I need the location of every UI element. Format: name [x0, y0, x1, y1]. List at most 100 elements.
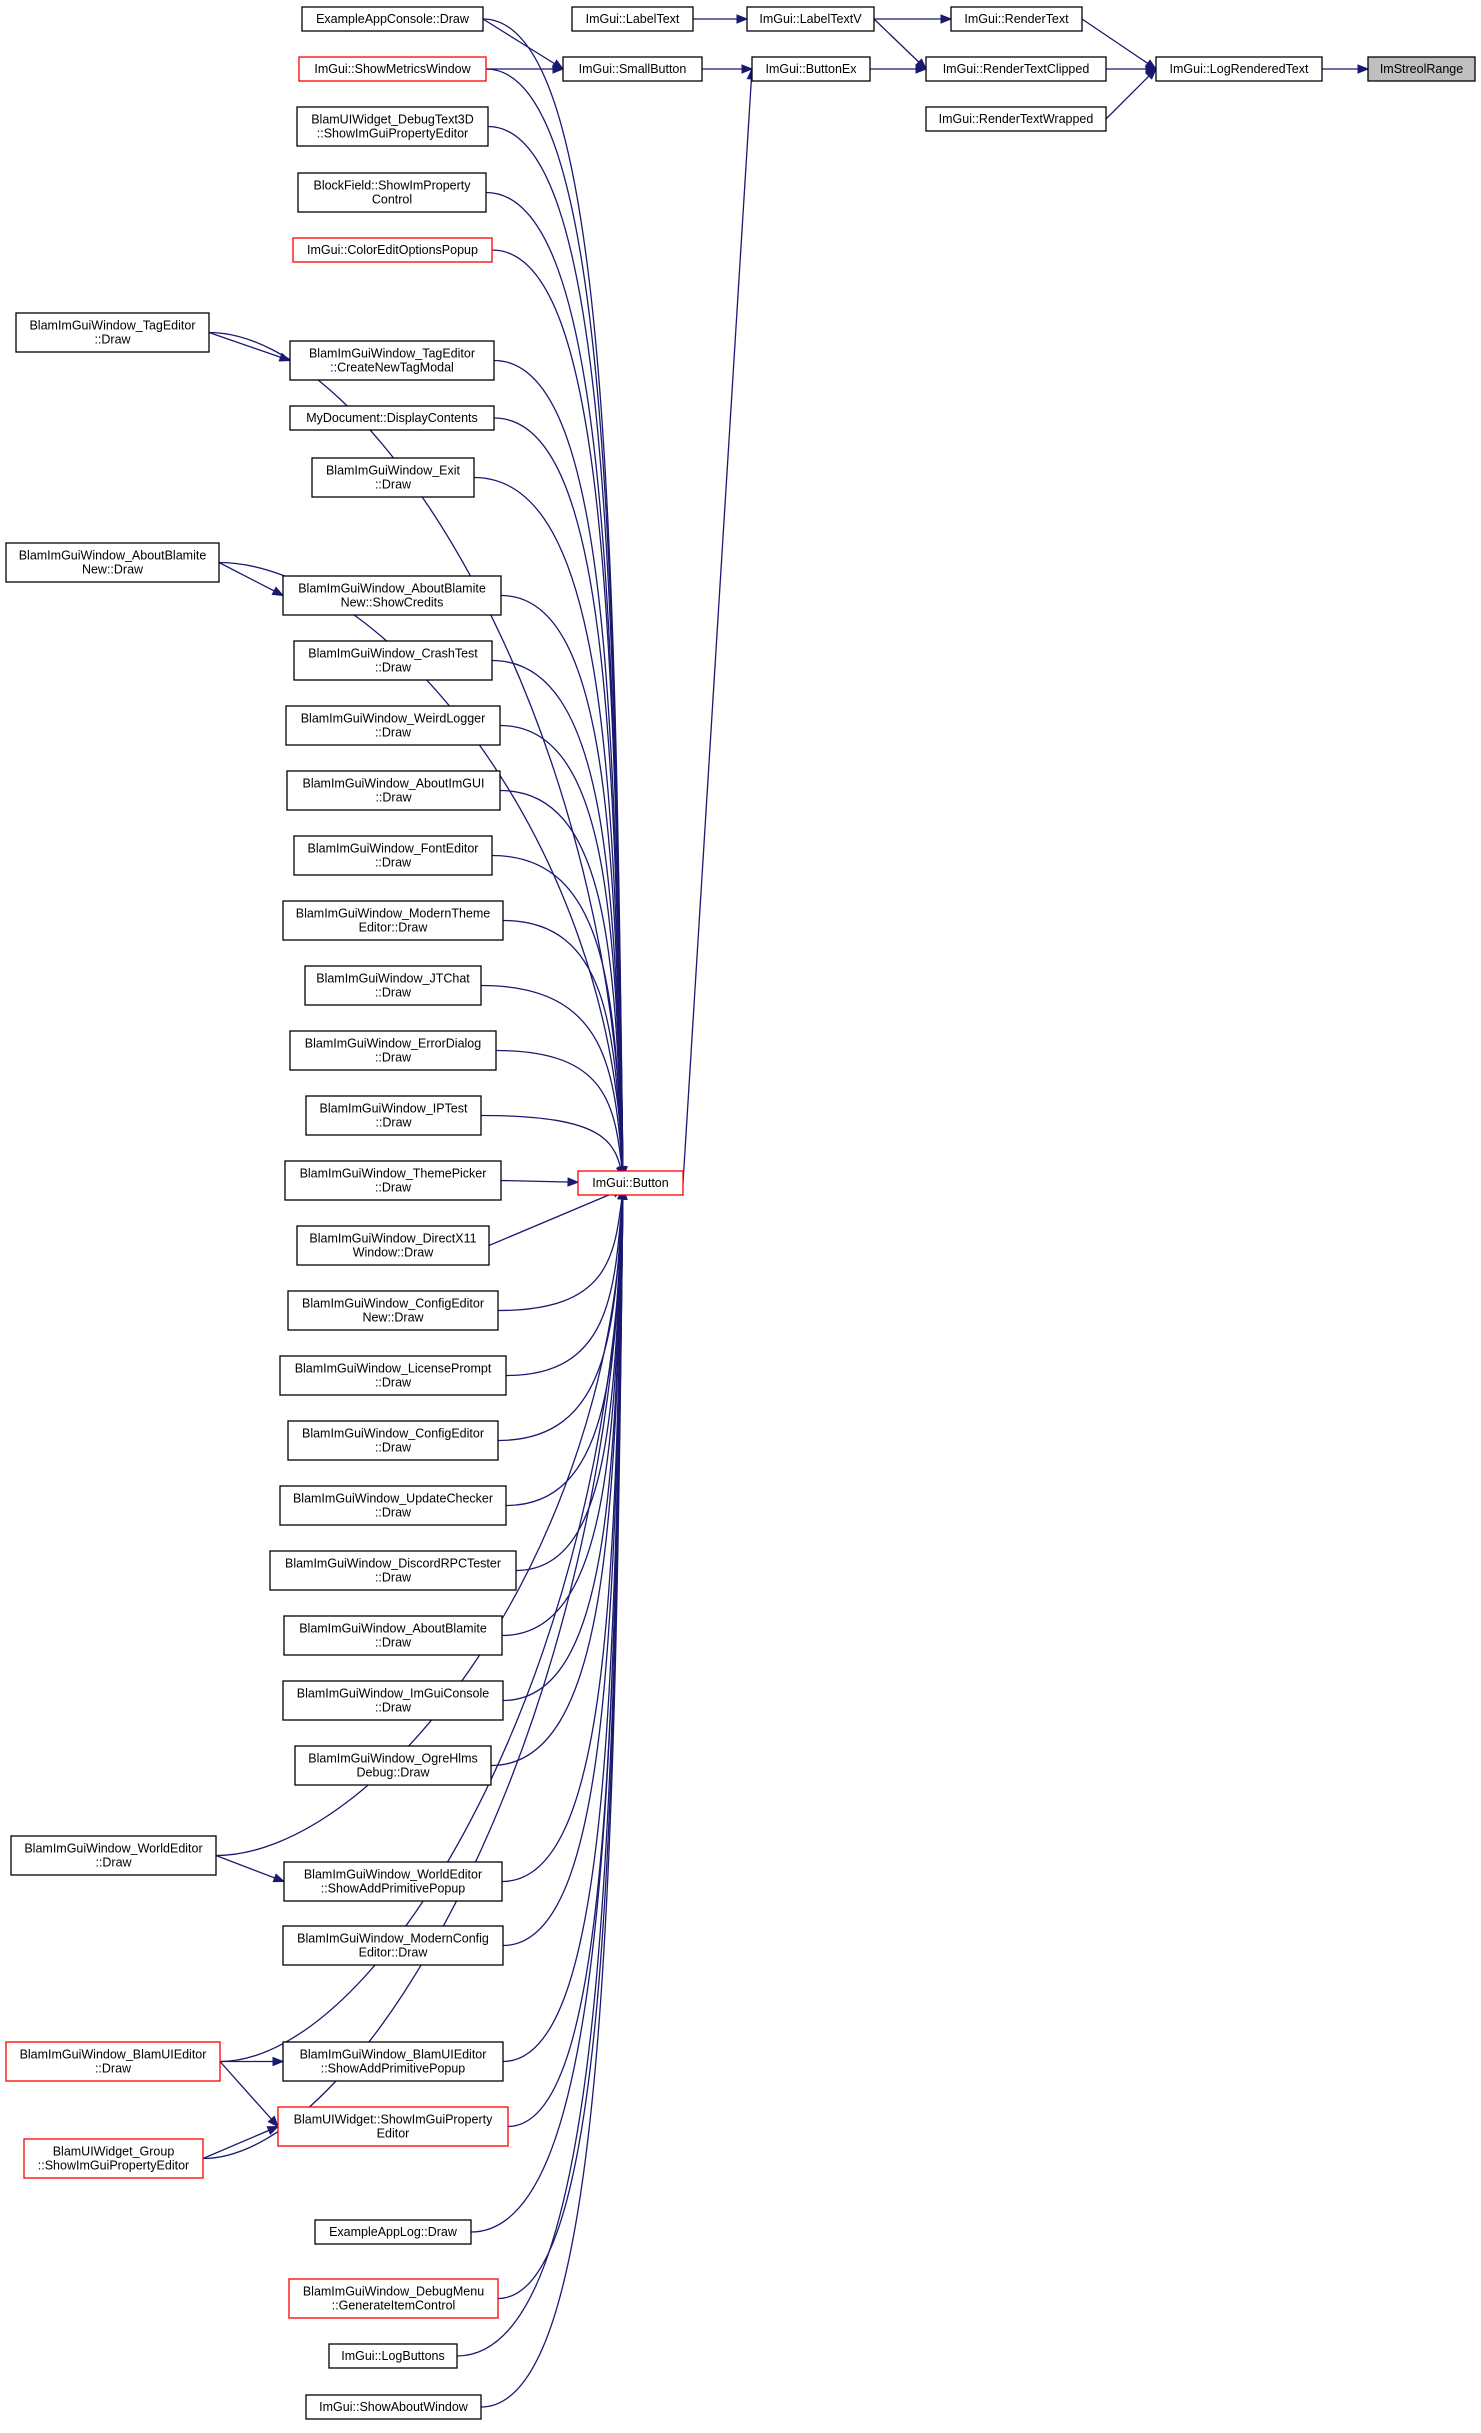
node-exampleapplog[interactable]: ExampleAppLog::Draw — [314, 2219, 472, 2245]
node-box-fonteditor[interactable] — [293, 835, 493, 876]
node-blamuieditor_draw[interactable]: BlamImGuiWindow_BlamUIEditor::Draw — [5, 2041, 221, 2082]
node-box-showmetricswindow[interactable] — [298, 56, 487, 82]
node-box-logrenderedtext[interactable] — [1155, 56, 1323, 82]
node-box-ogrehlms[interactable] — [294, 1745, 492, 1786]
node-rendertextclipped[interactable]: ImGui::RenderTextClipped — [925, 56, 1107, 82]
node-showaboutwindow[interactable]: ImGui::ShowAboutWindow — [305, 2394, 482, 2420]
node-box-tageditor_draw[interactable] — [15, 312, 210, 353]
node-box-button[interactable] — [577, 1170, 684, 1196]
node-discordrpc[interactable]: BlamImGuiWindow_DiscordRPCTester::Draw — [269, 1550, 517, 1591]
node-box-smallbutton[interactable] — [562, 56, 703, 82]
node-weirdlogger[interactable]: BlamImGuiWindow_WeirdLogger::Draw — [285, 705, 501, 746]
node-rendertextwrapped[interactable]: ImGui::RenderTextWrapped — [925, 106, 1107, 132]
node-tageditor_draw[interactable]: BlamImGuiWindow_TagEditor::Draw — [15, 312, 210, 353]
node-box-crashtest[interactable] — [293, 640, 493, 681]
node-box-blamuiwidget_prop[interactable] — [277, 2106, 509, 2147]
node-mydocument[interactable]: MyDocument::DisplayContents — [289, 405, 495, 431]
node-smallbutton[interactable]: ImGui::SmallButton — [562, 56, 703, 82]
node-worldeditor_popup[interactable]: BlamImGuiWindow_WorldEditor::ShowAddPrim… — [283, 1861, 503, 1902]
node-licenseprompt[interactable]: BlamImGuiWindow_LicensePrompt::Draw — [279, 1355, 507, 1396]
node-debugmenu[interactable]: BlamImGuiWindow_DebugMenu::GenerateItemC… — [288, 2278, 499, 2319]
node-button[interactable]: ImGui::Button — [577, 1170, 684, 1196]
node-updatechecker[interactable]: BlamImGuiWindow_UpdateChecker::Draw — [279, 1485, 507, 1526]
node-labeltext[interactable]: ImGui::LabelText — [571, 6, 694, 32]
node-box-blamuieditor_popup[interactable] — [282, 2041, 504, 2082]
node-box-rendertext[interactable] — [950, 6, 1083, 32]
node-box-buttonex[interactable] — [751, 56, 871, 82]
node-box-labeltext[interactable] — [571, 6, 694, 32]
node-box-licenseprompt[interactable] — [279, 1355, 507, 1396]
node-box-themepicker[interactable] — [284, 1160, 502, 1201]
node-errordialog[interactable]: BlamImGuiWindow_ErrorDialog::Draw — [289, 1030, 497, 1071]
node-box-coloreditoptions[interactable] — [292, 237, 493, 263]
node-tageditor_create[interactable]: BlamImGuiWindow_TagEditor::CreateNewTagM… — [289, 340, 495, 381]
node-fonteditor[interactable]: BlamImGuiWindow_FontEditor::Draw — [293, 835, 493, 876]
node-box-moderntheme[interactable] — [282, 900, 504, 941]
node-box-iptest[interactable] — [305, 1095, 482, 1136]
node-box-weirdlogger[interactable] — [285, 705, 501, 746]
node-box-exampleapplog[interactable] — [314, 2219, 472, 2245]
node-box-imguiconsole[interactable] — [282, 1680, 504, 1721]
node-box-mydocument[interactable] — [289, 405, 495, 431]
node-box-aboutimgui[interactable] — [286, 770, 501, 811]
node-aboutblamite[interactable]: BlamImGuiWindow_AboutBlamite::Draw — [283, 1615, 503, 1656]
node-box-imstreqlrange[interactable] — [1367, 56, 1476, 82]
node-aboutnew_credits[interactable]: BlamImGuiWindow_AboutBlamiteNew::ShowCre… — [282, 575, 502, 616]
node-box-debugtext3d[interactable] — [296, 106, 489, 147]
node-box-modernconfig[interactable] — [282, 1925, 504, 1966]
node-logbuttons[interactable]: ImGui::LogButtons — [328, 2343, 458, 2369]
node-box-aboutnew_credits[interactable] — [282, 575, 502, 616]
node-blamuieditor_popup[interactable]: BlamImGuiWindow_BlamUIEditor::ShowAddPri… — [282, 2041, 504, 2082]
node-box-exit[interactable] — [311, 457, 475, 498]
node-box-exampleappconsole[interactable] — [301, 6, 484, 32]
node-box-jtchat[interactable] — [304, 965, 482, 1006]
node-jtchat[interactable]: BlamImGuiWindow_JTChat::Draw — [304, 965, 482, 1006]
node-worldeditor_draw[interactable]: BlamImGuiWindow_WorldEditor::Draw — [10, 1835, 217, 1876]
node-exampleappconsole[interactable]: ExampleAppConsole::Draw — [301, 6, 484, 32]
node-box-rendertextwrapped[interactable] — [925, 106, 1107, 132]
node-box-debugmenu[interactable] — [288, 2278, 499, 2319]
node-box-aboutblamite[interactable] — [283, 1615, 503, 1656]
node-box-discordrpc[interactable] — [269, 1550, 517, 1591]
node-iptest[interactable]: BlamImGuiWindow_IPTest::Draw — [305, 1095, 482, 1136]
node-blamuiwidget_prop[interactable]: BlamUIWidget::ShowImGuiPropertyEditor — [277, 2106, 509, 2147]
node-box-aboutnew_draw[interactable] — [5, 542, 220, 583]
node-crashtest[interactable]: BlamImGuiWindow_CrashTest::Draw — [293, 640, 493, 681]
node-box-errordialog[interactable] — [289, 1030, 497, 1071]
node-rendertext[interactable]: ImGui::RenderText — [950, 6, 1083, 32]
node-configeditor[interactable]: BlamImGuiWindow_ConfigEditor::Draw — [287, 1420, 499, 1461]
node-box-directx11[interactable] — [296, 1225, 490, 1266]
node-box-updatechecker[interactable] — [279, 1485, 507, 1526]
node-box-blamuieditor_draw[interactable] — [5, 2041, 221, 2082]
node-box-blockfield[interactable] — [297, 172, 487, 213]
node-box-configeditornew[interactable] — [287, 1290, 499, 1331]
node-box-worldeditor_popup[interactable] — [283, 1861, 503, 1902]
node-box-configeditor[interactable] — [287, 1420, 499, 1461]
node-box-worldeditor_draw[interactable] — [10, 1835, 217, 1876]
node-box-tageditor_create[interactable] — [289, 340, 495, 381]
node-box-rendertextclipped[interactable] — [925, 56, 1107, 82]
node-widget_group[interactable]: BlamUIWidget_Group::ShowImGuiPropertyEdi… — [23, 2138, 204, 2179]
node-buttonex[interactable]: ImGui::ButtonEx — [751, 56, 871, 82]
node-imguiconsole[interactable]: BlamImGuiWindow_ImGuiConsole::Draw — [282, 1680, 504, 1721]
node-showmetricswindow[interactable]: ImGui::ShowMetricsWindow — [298, 56, 487, 82]
node-box-logbuttons[interactable] — [328, 2343, 458, 2369]
node-themepicker[interactable]: BlamImGuiWindow_ThemePicker::Draw — [284, 1160, 502, 1201]
node-imstreqlrange[interactable]: ImStreolRange — [1367, 56, 1476, 82]
node-logrenderedtext[interactable]: ImGui::LogRenderedText — [1155, 56, 1323, 82]
node-exit[interactable]: BlamImGuiWindow_Exit::Draw — [311, 457, 475, 498]
node-coloreditoptions[interactable]: ImGui::ColorEditOptionsPopup — [292, 237, 493, 263]
node-box-widget_group[interactable] — [23, 2138, 204, 2179]
node-labeltextv[interactable]: ImGui::LabelTextV — [746, 6, 875, 32]
node-debugtext3d[interactable]: BlamUIWidget_DebugText3D::ShowImGuiPrope… — [296, 106, 489, 147]
node-box-labeltextv[interactable] — [746, 6, 875, 32]
node-box-showaboutwindow[interactable] — [305, 2394, 482, 2420]
node-aboutimgui[interactable]: BlamImGuiWindow_AboutImGUI::Draw — [286, 770, 501, 811]
